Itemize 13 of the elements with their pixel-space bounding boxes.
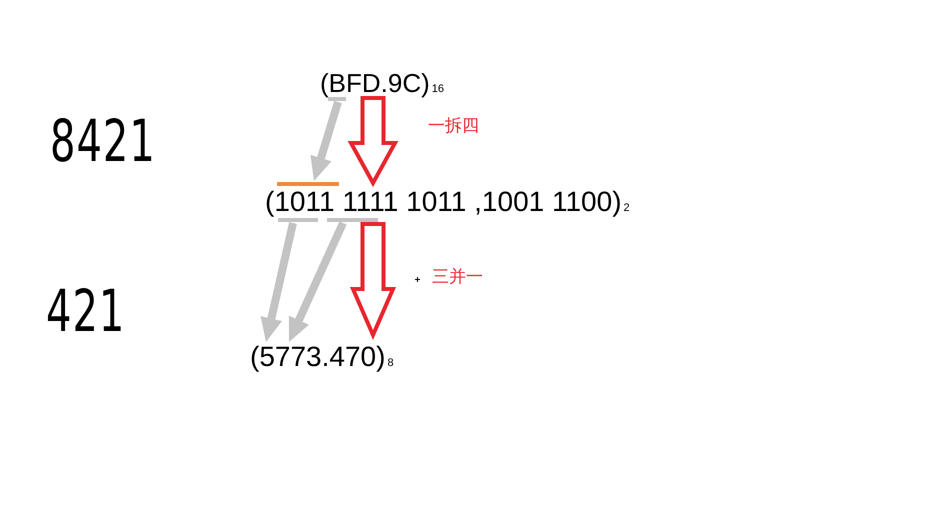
arrow	[260, 222, 297, 342]
block-arrow	[348, 96, 398, 188]
number-label: 421	[46, 283, 126, 341]
edge-label: 三并一	[432, 268, 483, 285]
underline-mark	[278, 218, 318, 222]
block-arrow	[350, 222, 396, 340]
arrow	[310, 100, 342, 181]
underline-mark	[327, 218, 378, 222]
arrow	[288, 221, 347, 342]
number-label: 8421	[50, 113, 156, 171]
underline-mark	[328, 97, 346, 101]
overline-mark	[277, 182, 339, 186]
edge-label: 一拆四	[428, 117, 479, 134]
